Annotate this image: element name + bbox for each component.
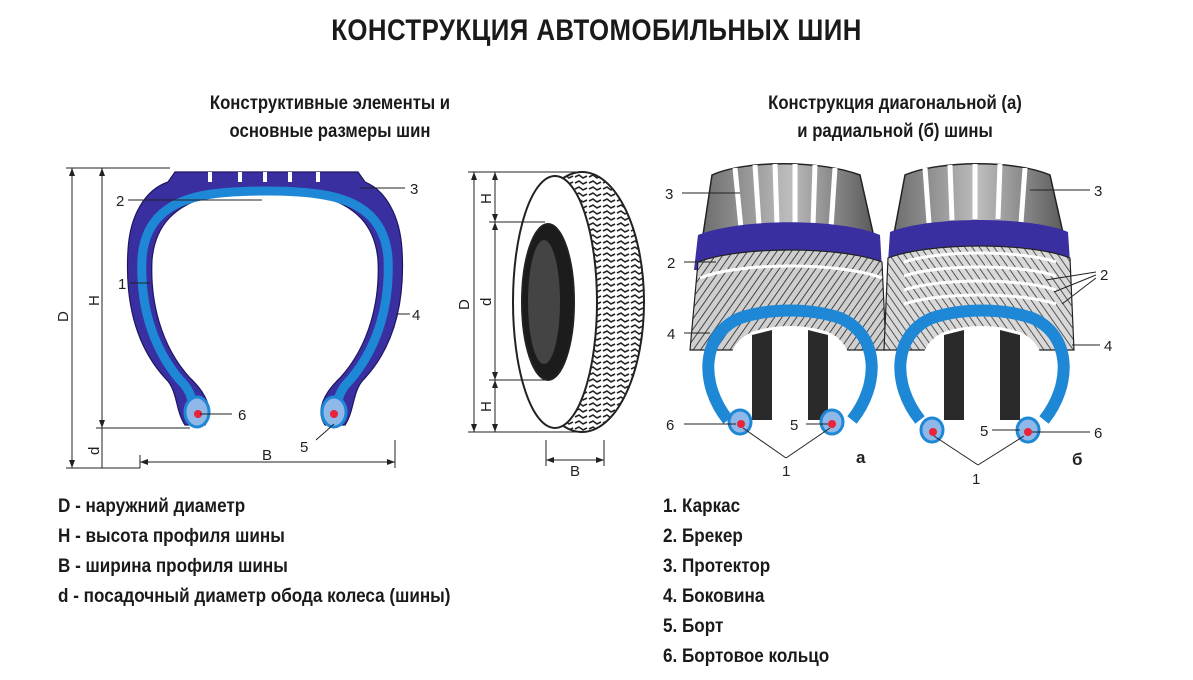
legend-item-d: d - посадочный диаметр обода колеса (шин… (58, 586, 451, 607)
part-label-3-b: 3 (1094, 183, 1102, 200)
left-subtitle-line-1: Конструктивные элементы и (209, 93, 451, 114)
part-label-1-b: 1 (972, 471, 980, 488)
dim-label-d-side: d (478, 298, 495, 306)
tire-side-view (512, 171, 645, 433)
left-subtitle: Конструктивные элементы и основные разме… (172, 90, 489, 146)
part-label-5-left: 5 (300, 439, 308, 456)
legend-item-B: B - ширина профиля шины (58, 556, 288, 577)
legend-part-4: 4. Боковина (663, 586, 765, 607)
dimension-legend: D - наружний диаметр H - высота профиля … (58, 492, 526, 612)
legend-part-2: 2. Брекер (663, 526, 743, 547)
legend-item-D: D - наружний диаметр (58, 496, 246, 517)
dim-label-B-side: B (570, 463, 580, 480)
bead-core-left (194, 410, 202, 418)
part-label-3-left: 3 (410, 181, 418, 198)
part-label-4-b: 4 (1104, 338, 1112, 355)
part-label-6-b: 6 (1094, 425, 1102, 442)
tire-carcass (137, 186, 393, 423)
part-label-4-a: 4 (667, 326, 675, 343)
part-label-2-left: 2 (116, 193, 124, 210)
part-label-1-a: 1 (782, 463, 790, 480)
diagonal-tire-cutaway (689, 163, 887, 436)
legend-part-6: 6. Бортовое кольцо (663, 646, 830, 667)
part-label-4-left: 4 (412, 307, 420, 324)
part-label-3-a: 3 (665, 186, 673, 203)
part-label-6-a: 6 (666, 417, 674, 434)
leaders-radial (933, 189, 1100, 466)
bead-core-right (330, 410, 338, 418)
tread-grooves (208, 172, 320, 182)
leaders-left (128, 187, 410, 441)
right-subtitle: Конструкция диагональной (а) и радиально… (723, 90, 1066, 146)
dimension-lines-side (468, 171, 605, 466)
dim-label-B-left: B (262, 447, 272, 464)
part-label-5-a: 5 (790, 417, 798, 434)
dim-label-D-side: D (456, 299, 473, 310)
legend-part-1: 1. Каркас (663, 496, 741, 517)
right-subtitle-line-2: и радиальной (б) шины (797, 121, 993, 142)
dim-label-H-top-side: H (478, 193, 495, 204)
legend-part-5: 5. Борт (663, 616, 724, 637)
leaders-diagonal (682, 192, 831, 459)
part-label-1-left: 1 (118, 276, 126, 293)
legend-part-3: 3. Протектор (663, 556, 771, 577)
dim-label-H-bottom-side: H (478, 401, 495, 412)
dimension-lines-left (66, 167, 396, 469)
part-label-5-b: 5 (980, 423, 988, 440)
legend-item-H: H - высота профиля шины (58, 526, 285, 547)
part-label-2-a: 2 (667, 255, 675, 272)
panel-label-a: а (856, 448, 866, 467)
dim-label-d-left: d (86, 447, 103, 455)
dim-label-D-left: D (55, 311, 72, 322)
panel-label-b: б (1072, 450, 1083, 469)
tire-cross-section (126, 171, 404, 429)
right-subtitle-line-1: Конструкция диагональной (а) (768, 93, 1022, 114)
tire-inner-liner (199, 195, 331, 205)
page-title: КОНСТРУКЦИЯ АВТОМОБИЛЬНЫХ ШИН (331, 14, 862, 47)
tire-casing-outer (126, 171, 404, 426)
part-label-6-left: 6 (238, 407, 246, 424)
dim-label-H-left: H (86, 295, 103, 306)
left-subtitle-line-2: основные размеры шин (229, 121, 431, 142)
radial-tire-cutaway (883, 163, 1075, 444)
parts-legend: 1. Каркас 2. Брекер 3. Протектор 4. Боко… (663, 492, 960, 672)
part-label-2-b: 2 (1100, 267, 1108, 284)
